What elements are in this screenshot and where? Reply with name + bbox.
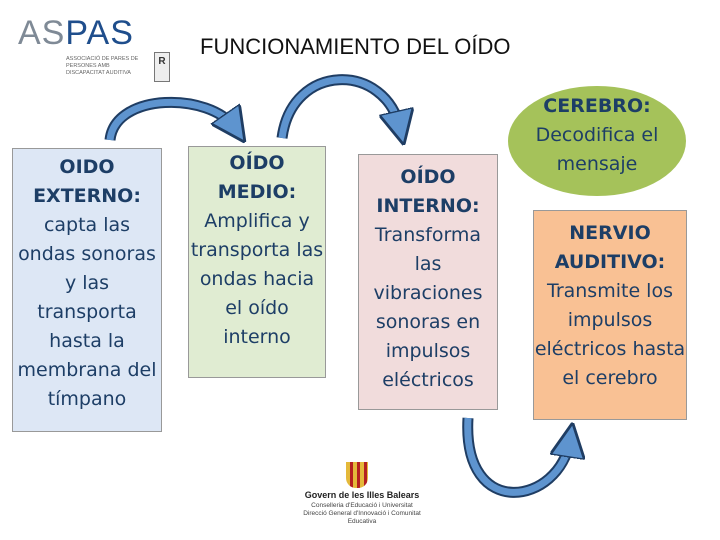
aspas-wordmark: ASPAS bbox=[18, 14, 134, 52]
govern-department: Conselleria d'Educació i Universitat Dir… bbox=[303, 502, 421, 525]
arrow-medio-to-interno bbox=[276, 74, 400, 138]
box-nervio-auditivo-heading: NERVIO AUDITIVO: bbox=[554, 222, 666, 273]
box-oido-externo-heading: OIDO EXTERNO: bbox=[33, 156, 141, 207]
box-oido-externo: OIDO EXTERNO: capta las ondas sonoras y … bbox=[12, 148, 162, 432]
aspas-subtitle: ASSOCIACIÓ DE PARES DE PERSONES AMB DISC… bbox=[66, 56, 139, 76]
page-title: FUNCIONAMIENTO DEL OÍDO bbox=[200, 34, 511, 59]
cloud-cerebro-text: Decodifica el mensaje bbox=[535, 124, 659, 175]
govern-logo: Govern de les Illes Balears Conselleria … bbox=[292, 462, 432, 538]
box-oido-medio-heading: OÍDO MEDIO: bbox=[217, 152, 297, 203]
box-oido-interno-heading: OÍDO INTERNO: bbox=[376, 166, 480, 217]
aspas-logo: ASPAS ASSOCIACIÓ DE PARES DE PERSONES AM… bbox=[18, 14, 170, 94]
cloud-cerebro-heading: CEREBRO: bbox=[543, 95, 651, 117]
coat-of-arms-icon bbox=[346, 462, 368, 488]
certification-mark: R bbox=[154, 52, 170, 82]
arrow-externo-to-medio bbox=[104, 96, 235, 140]
box-nervio-auditivo-text: Transmite los impulsos eléctricos hasta … bbox=[534, 280, 686, 389]
arrow-interno-to-nervio bbox=[462, 417, 570, 498]
box-oido-externo-text: capta las ondas sonoras y las transporta… bbox=[17, 214, 157, 410]
cloud-cerebro: CEREBRO: Decodifica el mensaje bbox=[508, 86, 686, 196]
govern-name: Govern de les Illes Balears bbox=[304, 490, 420, 500]
box-oido-medio-text: Amplifica y transporta las ondas hacia e… bbox=[190, 210, 324, 348]
box-oido-interno: OÍDO INTERNO: Transforma las vibraciones… bbox=[358, 154, 498, 410]
box-oido-medio: OÍDO MEDIO: Amplifica y transporta las o… bbox=[188, 146, 326, 378]
box-oido-interno-text: Transforma las vibraciones sonoras en im… bbox=[373, 224, 483, 391]
box-nervio-auditivo: NERVIO AUDITIVO: Transmite los impulsos … bbox=[533, 210, 687, 420]
